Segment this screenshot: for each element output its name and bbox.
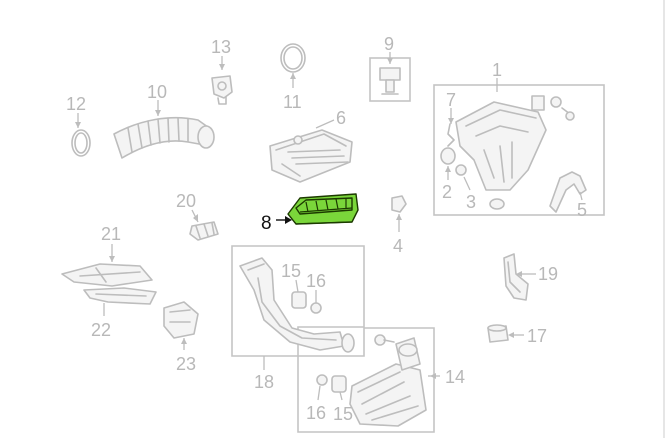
part-14-lower-case[interactable] (349, 334, 440, 427)
callout-16-lower: 16 (306, 403, 326, 423)
part-4-nut[interactable] (391, 195, 407, 232)
callout-1: 1 (492, 60, 502, 80)
callout-7: 7 (446, 90, 456, 110)
callout-10: 10 (147, 82, 167, 102)
part-19-bracket[interactable] (503, 253, 536, 301)
callout-16-upper: 16 (306, 271, 326, 291)
callout-13: 13 (211, 37, 231, 57)
scroll-edge (663, 0, 665, 438)
part-20-grommet[interactable] (189, 209, 219, 241)
callout-15-upper: 15 (281, 261, 301, 281)
callout-14: 14 (445, 367, 465, 387)
group-box-18 (231, 245, 365, 357)
part-13-sensor[interactable] (211, 56, 233, 105)
group-box-14 (297, 327, 435, 433)
callout-11: 11 (283, 92, 302, 112)
callout-23: 23 (176, 354, 196, 374)
part-5-bracket[interactable] (549, 171, 587, 213)
callout-5: 5 (577, 200, 587, 220)
part-11-clamp[interactable] (280, 43, 306, 88)
callout-15-lower: 15 (333, 404, 353, 424)
part-2-grommet[interactable] (440, 147, 456, 180)
callout-8[interactable]: 8 (261, 213, 272, 234)
callout-12: 12 (66, 94, 86, 114)
part-8-air-filter-highlighted[interactable] (276, 193, 359, 225)
part-10-intake-tube[interactable] (113, 100, 215, 159)
part-16-bolt-lower[interactable] (316, 374, 328, 401)
callout-20: 20 (176, 191, 196, 211)
part-16-bolt-upper[interactable] (310, 290, 322, 314)
part-9-bracket[interactable] (379, 52, 401, 95)
part-15-grommet-upper[interactable] (291, 279, 307, 309)
group-box-1 (433, 84, 605, 216)
part-22-air-guide[interactable] (83, 287, 157, 316)
part-17-grommet[interactable] (487, 324, 524, 343)
callout-19: 19 (538, 264, 558, 284)
part-15-grommet-lower[interactable] (331, 375, 347, 401)
part-7-clip[interactable] (447, 108, 455, 147)
part-23-block[interactable] (163, 301, 199, 350)
part-12-clamp[interactable] (71, 113, 91, 157)
callout-6: 6 (336, 108, 346, 128)
part-6-cleaner-cover[interactable] (269, 119, 353, 183)
callout-18: 18 (254, 372, 274, 392)
callout-21: 21 (101, 224, 121, 244)
part-21-air-guide[interactable] (61, 244, 153, 287)
callout-3: 3 (466, 192, 476, 212)
callout-9: 9 (384, 34, 394, 54)
part-18-intake-duct[interactable] (239, 257, 355, 370)
callout-2: 2 (442, 182, 452, 202)
part-3-bolt[interactable] (455, 164, 471, 191)
callout-17: 17 (527, 326, 547, 346)
callout-22: 22 (91, 320, 111, 340)
part-1-cleaner-case[interactable] (455, 78, 575, 210)
callout-4: 4 (393, 236, 403, 256)
